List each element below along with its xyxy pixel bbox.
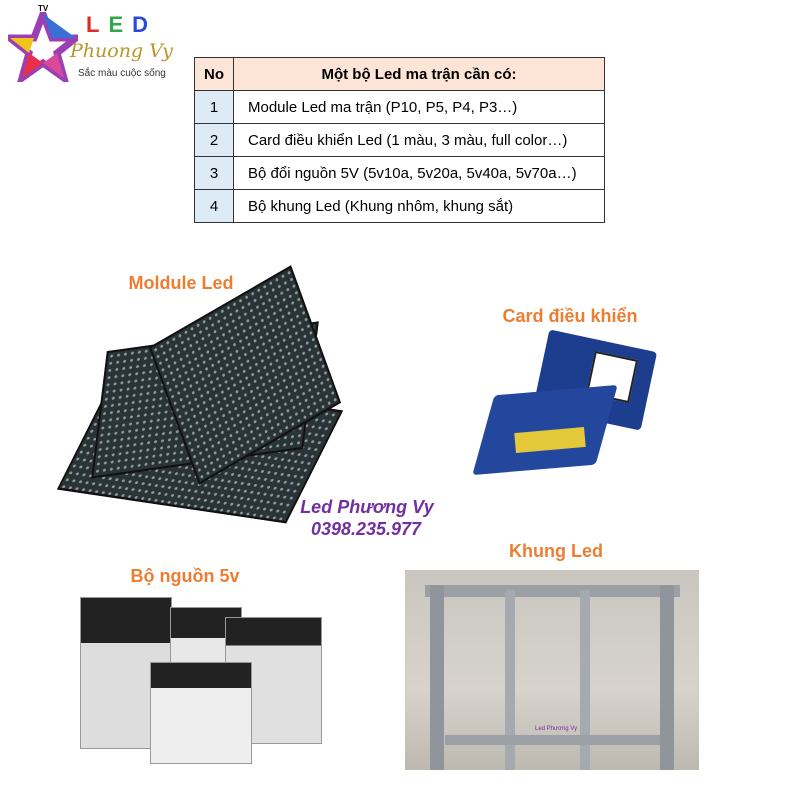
logo-tv: TV [38,4,49,13]
header-item: Một bộ Led ma trận cần có: [233,57,605,91]
table-header: No Một bộ Led ma trận cần có: [194,57,605,91]
row-item: Bộ khung Led (Khung nhôm, khung sắt) [233,189,605,223]
row-item: Module Led ma trận (P10, P5, P4, P3…) [233,90,605,124]
power-supply-image [75,592,325,772]
frame-watermark: Led Phương Vy [535,726,578,732]
row-no: 1 [194,90,234,124]
led-frame-image: Led Phương Vy [405,570,699,770]
row-item: Card điều khiển Led (1 màu, 3 màu, full … [233,123,605,157]
caption-card: Card điều khiển [502,306,638,326]
row-no: 4 [194,189,234,223]
watermark-phone: 0398.235.977 [310,519,422,539]
control-card-image [470,329,660,490]
header-no: No [194,57,234,91]
row-item: Bộ đổi nguồn 5V (5v10a, 5v20a, 5v40a, 5v… [233,156,605,190]
logo-l: L [86,12,109,37]
logo-e: E [108,12,133,37]
module-led-image [56,265,344,530]
row-no: 2 [194,123,234,157]
caption-frame: Khung Led [509,541,603,561]
logo-slogan: Sắc màu cuộc sống [78,68,166,79]
caption-power: Bộ nguồn 5v [130,566,240,586]
star-logo-icon [8,12,78,82]
caption-module: Moldule Led [128,273,234,293]
logo-brand: Phuong Vy [70,40,173,62]
logo: TV LED Phuong Vy Sắc màu cuộc sống [8,4,178,84]
row-no: 3 [194,156,234,190]
logo-d: D [132,12,158,37]
watermark-name: Led Phương Vy [300,497,434,517]
